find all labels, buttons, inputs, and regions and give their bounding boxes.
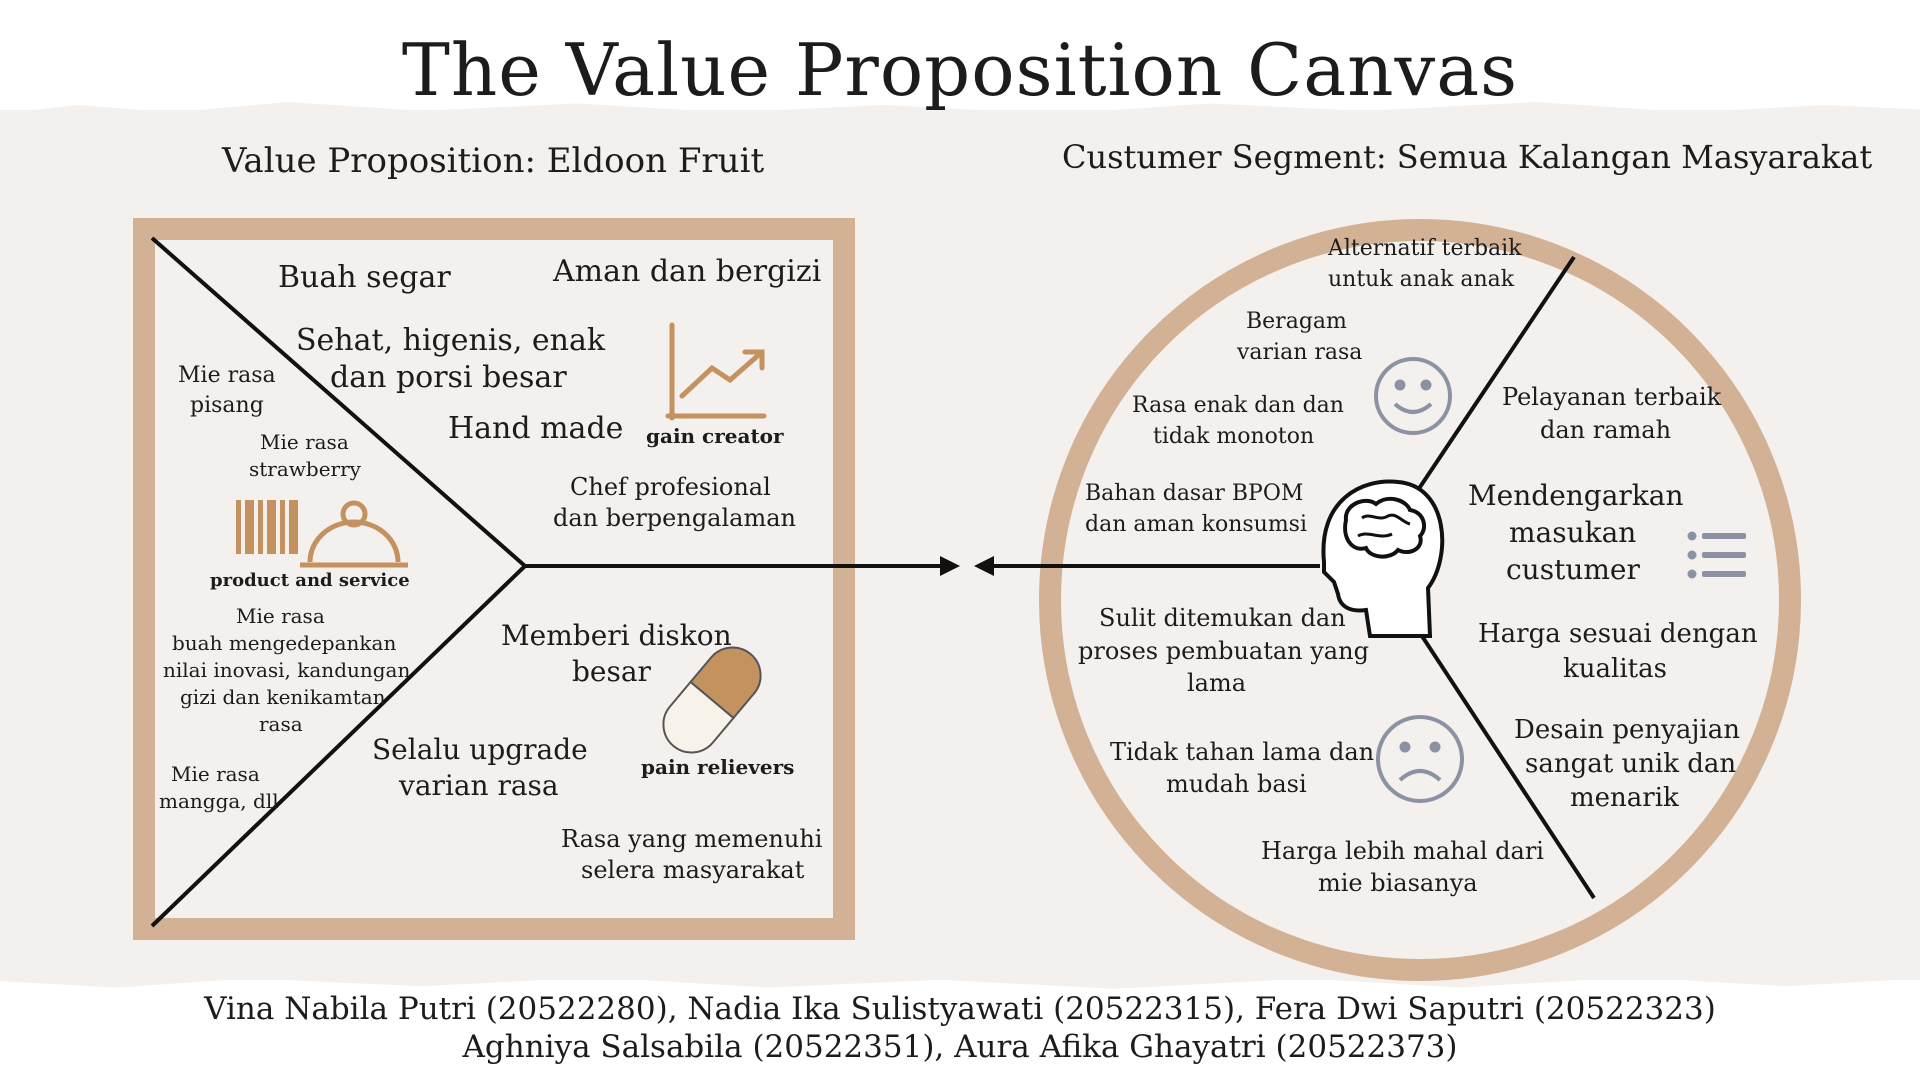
product-text: strawberry <box>249 457 361 481</box>
capsule-icon <box>662 646 762 754</box>
head-brain-icon <box>1321 479 1445 638</box>
divider-upper <box>150 236 527 568</box>
credits-line-2: Aghniya Salsabila (20522351), Aura Afika… <box>462 1029 1458 1065</box>
gain-creator-text: Buah segar <box>278 260 451 295</box>
product-text: gizi dan kenikamtan <box>180 685 386 709</box>
product-text: mangga, dll <box>159 789 279 813</box>
job-text: Mendengarkan <box>1468 479 1684 512</box>
gain-text: Rasa enak dan dan <box>1132 393 1344 418</box>
page-title: The Value Proposition Canvas <box>401 28 1519 112</box>
list-icon <box>1687 531 1746 579</box>
pain-reliever-text: varian rasa <box>399 769 559 802</box>
smile-icon <box>1374 357 1452 435</box>
barcode-icon <box>236 500 298 554</box>
pain-text: lama <box>1187 669 1247 697</box>
job-text: Desain penyajian <box>1514 715 1740 745</box>
product-text: rasa <box>259 712 303 736</box>
pain-text: mie biasanya <box>1318 869 1478 897</box>
job-text: masukan <box>1509 516 1637 549</box>
pain-text: proses pembuatan yang <box>1078 637 1369 665</box>
job-text: sangat unik dan <box>1525 749 1737 779</box>
gain-text: Alternatif terbaik <box>1328 236 1522 261</box>
gain-creator-text: dan porsi besar <box>330 360 567 395</box>
pain-reliever-text: besar <box>572 655 651 688</box>
cloche-icon <box>300 500 408 568</box>
divider-lower <box>150 564 527 928</box>
gain-text: varian rasa <box>1237 340 1363 365</box>
product-text: Mie rasa <box>260 430 349 454</box>
job-text: Pelayanan terbaik <box>1502 383 1722 411</box>
gain-text: untuk anak anak <box>1328 267 1515 292</box>
job-text: kualitas <box>1563 654 1667 684</box>
pain-text: Harga lebih mahal dari <box>1261 837 1544 865</box>
product-text: Mie rasa <box>171 762 260 786</box>
product-text: pisang <box>190 393 264 418</box>
gain-creator-text: Sehat, higenis, enak <box>296 323 606 358</box>
customer-circle <box>1039 219 1801 981</box>
job-text: Harga sesuai dengan <box>1478 619 1758 649</box>
pain-text: mudah basi <box>1166 770 1307 798</box>
pain-text: Sulit ditemukan dan <box>1099 604 1346 632</box>
arrow-left-head <box>974 556 994 576</box>
pain-reliever-text: Rasa yang memenuhi <box>561 825 823 853</box>
gain-creator-text: Aman dan bergizi <box>553 254 822 289</box>
pain-reliever-text: Selalu upgrade <box>372 733 588 766</box>
circle-divider-lower <box>1416 628 1596 900</box>
product-text: buah mengedepankan <box>172 631 397 655</box>
value-proposition-frame <box>133 218 855 940</box>
gain-text: Bahan dasar BPOM <box>1085 481 1304 506</box>
gain-text: tidak monoton <box>1153 424 1315 449</box>
gain-creator-text: Hand made <box>448 411 624 446</box>
gain-creator-label: gain creator <box>646 424 784 448</box>
credits-line-1: Vina Nabila Putri (20522280), Nadia Ika … <box>204 991 1716 1027</box>
background-band <box>0 110 1920 980</box>
gain-chart-icon <box>665 322 767 421</box>
value-proposition-heading: Value Proposition: Eldoon Fruit <box>222 141 765 181</box>
circle-divider-upper <box>1416 255 1576 492</box>
job-text: dan ramah <box>1540 416 1672 444</box>
gain-creator-text: Chef profesional <box>570 473 771 501</box>
pain-reliever-label: pain relievers <box>641 755 795 779</box>
gain-text: Beragam <box>1246 309 1347 334</box>
pain-reliever-text: Memberi diskon <box>501 619 732 652</box>
pain-reliever-text: selera masyarakat <box>581 856 805 884</box>
product-text: nilai inovasi, kandungan <box>163 658 411 682</box>
product-text: Mie rasa <box>178 363 276 388</box>
customer-segment-heading: Custumer Segment: Semua Kalangan Masyara… <box>1062 138 1873 176</box>
arrow-right-head <box>940 556 960 576</box>
frown-icon <box>1376 715 1464 803</box>
pain-text: Tidak tahan lama dan <box>1110 738 1375 766</box>
product-label: product and service <box>210 570 410 591</box>
job-text: menarik <box>1570 783 1679 813</box>
product-text: Mie rasa <box>236 604 325 628</box>
gain-text: dan aman konsumsi <box>1085 512 1308 537</box>
job-text: custumer <box>1506 553 1640 586</box>
gain-creator-text: dan berpengalaman <box>553 504 796 532</box>
